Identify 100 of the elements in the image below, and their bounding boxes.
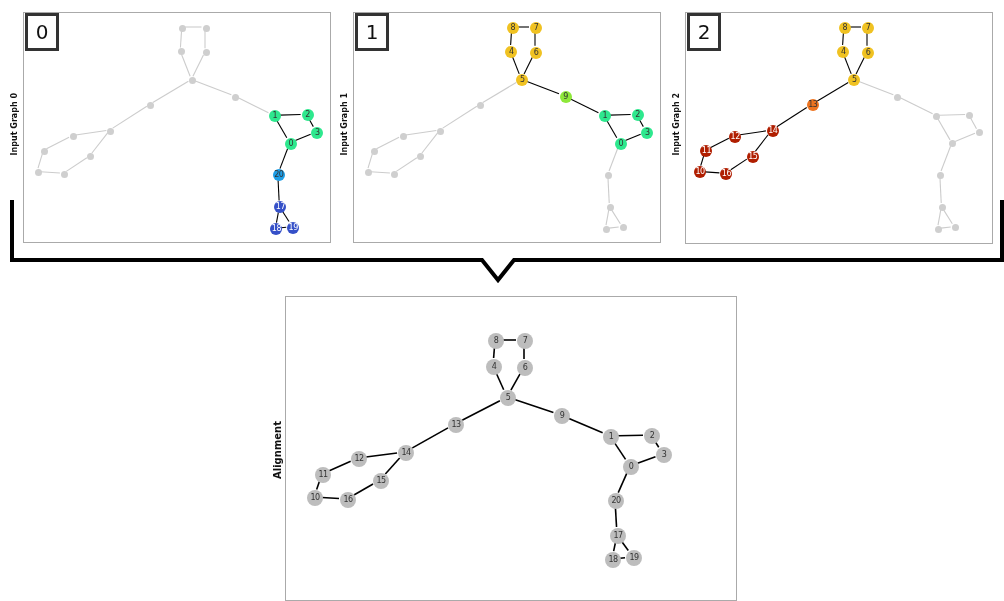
graph-edge: [605, 209, 610, 226]
graph-node: [370, 147, 378, 155]
graph-edge: [482, 81, 517, 104]
graph-edge: [180, 53, 191, 77]
graph-edge: [328, 460, 352, 472]
graph-node: [894, 93, 902, 101]
graph-node: [60, 170, 68, 178]
graph-edge: [638, 119, 644, 128]
graph-node: 20: [608, 493, 624, 509]
graph-edge: [91, 132, 109, 154]
graph-node: [34, 168, 42, 176]
graph-edge: [308, 119, 314, 128]
graph-edge: [526, 81, 560, 95]
graph-node: [477, 101, 485, 109]
graph-edge: [461, 399, 501, 422]
graph-node: 3: [656, 447, 672, 463]
graph-node: 13: [806, 99, 819, 112]
graph-node: [933, 112, 941, 120]
graph-node: [437, 127, 445, 135]
graph-label: Input Graph 0: [10, 93, 19, 156]
graph-edge: [276, 119, 288, 139]
graph-edge: [704, 171, 720, 174]
graph-edge: [843, 55, 852, 75]
graph-node: 7: [862, 22, 874, 34]
graph-edge: [204, 29, 206, 49]
graph-node: 15: [373, 473, 389, 489]
graph-node: 14: [766, 125, 779, 138]
graph-edge: [523, 347, 525, 360]
graph-node: 4: [486, 359, 502, 375]
graph-edge: [939, 177, 942, 204]
graph-edge: [353, 483, 374, 496]
graph-edge: [940, 145, 952, 172]
panel-number: 1: [355, 13, 389, 51]
graph-node: 6: [862, 46, 874, 59]
graph-edge: [610, 208, 621, 225]
graph-node: 5: [500, 390, 516, 406]
graph-edge: [179, 29, 183, 48]
graph-edge: [617, 434, 644, 437]
graph-node: [364, 168, 372, 176]
graph-node: 0: [623, 459, 639, 475]
graph-node: [605, 171, 613, 179]
graph-node: 5: [516, 74, 529, 87]
graph-edge: [112, 105, 148, 129]
graph-edge: [279, 114, 302, 116]
graph-node: [938, 203, 946, 211]
graph-node: [188, 76, 196, 84]
graph-node: [975, 129, 983, 137]
graph-edge: [940, 226, 952, 229]
graph-node: [937, 171, 945, 179]
graph-node: 8: [506, 22, 519, 34]
graph-node: [619, 224, 627, 232]
graph-edge: [321, 496, 340, 500]
graph-edge: [636, 455, 657, 465]
graph-node: 12: [729, 130, 742, 143]
graph-node: 18: [270, 223, 283, 236]
graph-edge: [375, 136, 400, 150]
graph-edge: [942, 208, 953, 225]
graph-node: [390, 170, 398, 178]
graph-edge: [776, 107, 808, 128]
graph-node: [232, 93, 240, 101]
graph-edge: [37, 153, 43, 169]
graph-edge: [75, 130, 107, 136]
graph-edge: [279, 147, 289, 170]
graph-label: Input Graph 1: [340, 93, 349, 156]
graph-edge: [365, 452, 398, 458]
graph-edge: [152, 80, 189, 104]
graph-edge: [495, 372, 505, 391]
graph-edge: [609, 114, 632, 116]
graph-edge: [842, 32, 844, 46]
graph-node: [202, 24, 210, 32]
graph-edge: [192, 54, 204, 77]
graph-node: 2: [644, 428, 660, 444]
graph-node: 20: [272, 169, 285, 182]
graph-edge: [937, 117, 951, 141]
graph-node: [602, 225, 610, 233]
graph-edge: [513, 398, 555, 414]
graph-edge: [899, 97, 934, 115]
graph-node: 3: [641, 126, 654, 139]
graph-edge: [502, 339, 517, 341]
graph-edge: [395, 157, 418, 172]
graph-edge: [937, 209, 942, 226]
graph-edge: [367, 153, 373, 169]
graph-node: 9: [559, 91, 572, 103]
graph-edge: [510, 32, 512, 46]
graph-edge: [282, 210, 290, 223]
graph-edge: [567, 417, 604, 434]
graph-edge: [237, 97, 269, 114]
graph-node: 9: [554, 408, 570, 424]
graph-node: 19: [287, 221, 300, 234]
graph-edge: [617, 472, 628, 494]
graph-edge: [294, 133, 312, 142]
graph-edge: [606, 119, 618, 139]
panel-number: 2: [687, 13, 721, 51]
graph-node: 1: [603, 429, 619, 445]
graph-node: 0: [284, 137, 297, 150]
graph-edge: [608, 147, 619, 172]
graph-edge: [275, 211, 279, 224]
graph-node: 0: [614, 137, 627, 150]
graph-node: 1: [268, 110, 281, 123]
graph-node: 12: [351, 451, 367, 467]
